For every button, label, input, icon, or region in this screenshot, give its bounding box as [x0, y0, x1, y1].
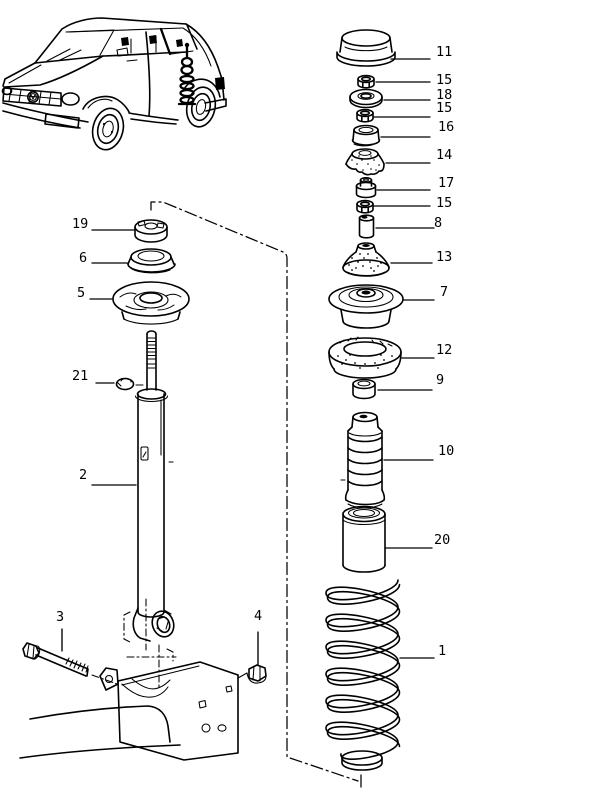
part-bump-stop-20 [342, 505, 386, 573]
part-clip-21 [115, 377, 144, 391]
callout-15-mid: 15 [436, 100, 452, 116]
callout-20: 20 [434, 532, 450, 548]
callout-labels: 11 15 18 15 16 14 17 15 8 13 7 12 9 10 2… [56, 44, 454, 659]
callout-1: 1 [438, 643, 446, 659]
callout-11: 11 [436, 44, 452, 60]
callout-15-lower: 15 [436, 195, 452, 211]
callout-5: 5 [77, 285, 85, 301]
callout-21: 21 [72, 368, 88, 384]
callout-18: 18 [436, 87, 452, 103]
car-illustration [1, 17, 227, 151]
part-slotted-cap-19 [134, 219, 168, 243]
callout-7: 7 [440, 284, 448, 300]
part-nut-15-mid [356, 108, 374, 123]
strut-location-marker [177, 42, 197, 106]
part-bushing-17 [355, 177, 377, 199]
part-cap-11 [336, 29, 396, 67]
callout-2: 2 [79, 467, 87, 483]
part-cone-mount-13 [342, 242, 390, 277]
part-nut-15-lower [356, 199, 374, 214]
callout-17: 17 [438, 175, 454, 191]
part-cup-6 [127, 248, 176, 274]
part-cup-16 [351, 124, 381, 147]
part-spring-seat-7 [328, 284, 404, 329]
callout-10: 10 [438, 443, 454, 459]
part-bellows-10 [344, 411, 386, 509]
construction-lines [91, 201, 362, 791]
callout-8: 8 [434, 215, 442, 231]
part-strut-body-2 [132, 393, 175, 642]
part-bushing-9 [352, 378, 376, 400]
callout-12: 12 [436, 342, 452, 358]
part-nut-15-top [357, 74, 375, 89]
callout-15-top: 15 [436, 72, 452, 88]
part-washer-18 [349, 88, 383, 109]
part-coil-spring-1 [325, 579, 401, 771]
callout-6: 6 [79, 250, 87, 266]
part-mount-14 [345, 148, 385, 176]
callout-3: 3 [56, 609, 64, 625]
callout-14: 14 [436, 147, 452, 163]
callout-19: 19 [72, 216, 88, 232]
part-nut-4 [246, 664, 267, 684]
leader-lines [61, 58, 435, 666]
callout-13: 13 [436, 249, 452, 265]
part-rubber-ring-12 [328, 336, 402, 379]
axle-beam-and-bracket [19, 661, 248, 761]
part-bolt-3 [22, 642, 89, 677]
part-spring-plate-5 [112, 281, 190, 325]
part-piston-rod [134, 330, 169, 403]
callout-16: 16 [438, 119, 454, 135]
callout-4: 4 [254, 608, 262, 624]
callout-9: 9 [436, 372, 444, 388]
part-sleeve-8 [358, 214, 375, 239]
